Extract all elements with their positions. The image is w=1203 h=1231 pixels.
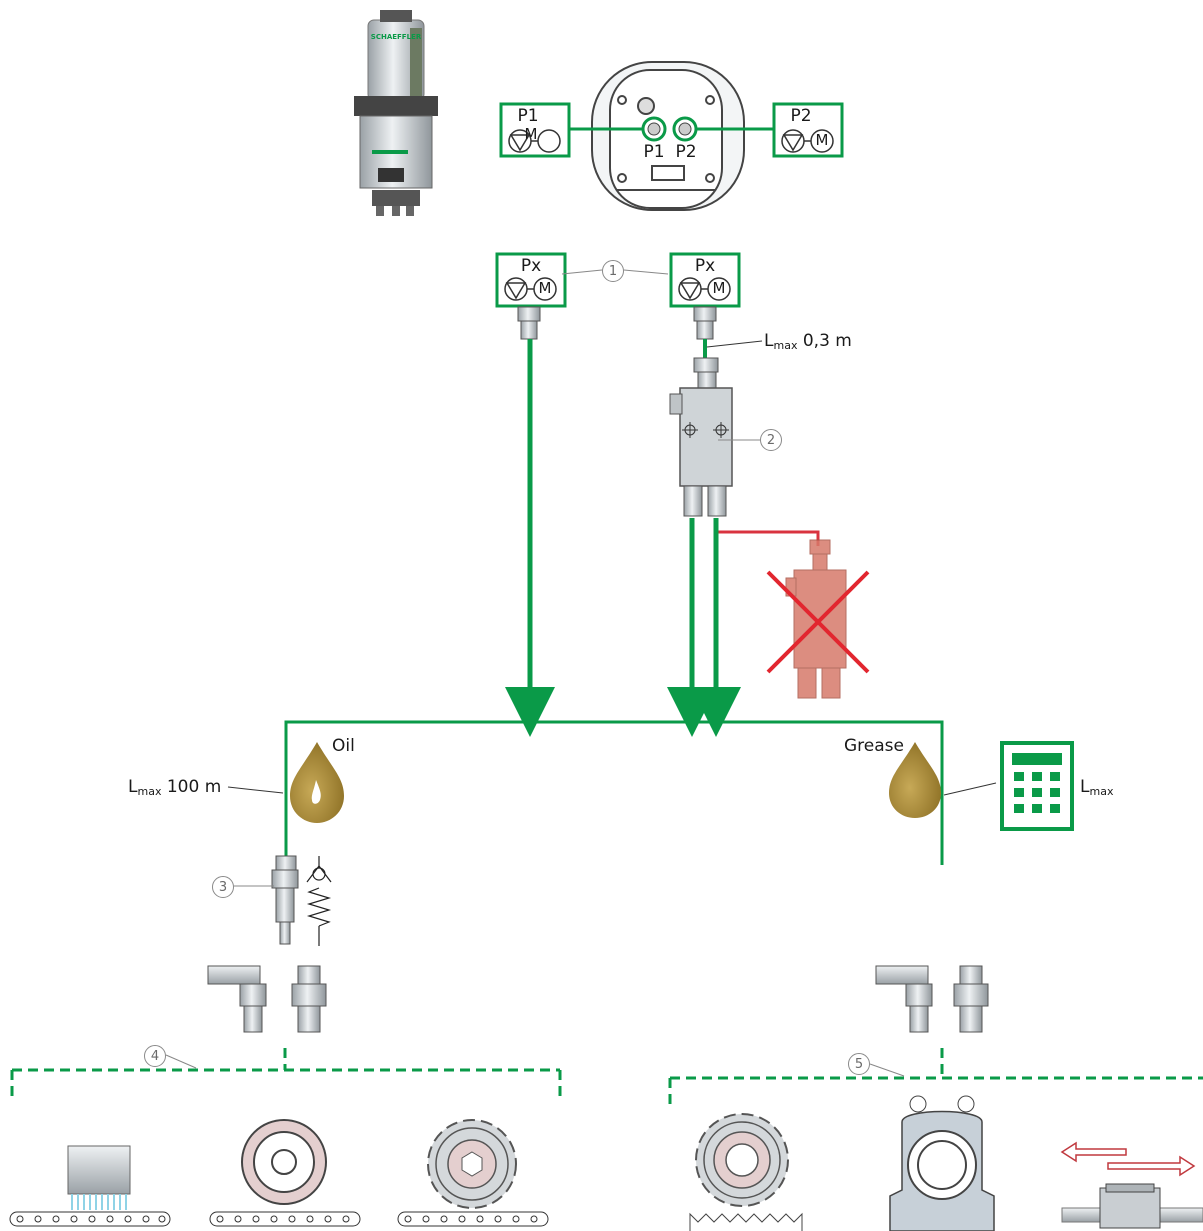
chain-roller-application xyxy=(209,1119,361,1227)
lmax-long-label: Lmax 100 m xyxy=(128,777,222,798)
lubrication-unit-image xyxy=(354,10,438,216)
svg-text:SCHAEFFLER: SCHAEFFLER xyxy=(371,33,422,41)
motor-symbol-p1: M xyxy=(524,125,538,143)
callout-5-leader xyxy=(869,1063,905,1077)
callout-5: 5 xyxy=(848,1053,870,1075)
port-p1-label: P1 xyxy=(643,142,665,162)
distribution-line xyxy=(284,720,944,857)
callout-4: 4 xyxy=(144,1045,166,1067)
outlet-fitting-left xyxy=(517,306,541,340)
callout-1: 1 xyxy=(602,260,624,282)
grease-connector-elbow xyxy=(875,965,933,1033)
check-valve-symbol xyxy=(306,856,332,946)
motor-symbol-p2: M xyxy=(815,131,829,149)
pump-p1-label: P1 xyxy=(517,106,539,126)
lmax-short-leader xyxy=(706,340,763,348)
callout-2: 2 xyxy=(760,429,782,451)
calculator-icon xyxy=(1000,741,1074,831)
grease-dashed-bracket xyxy=(668,1048,1203,1108)
grease-drop-icon xyxy=(889,742,941,818)
callout-1-leader-left xyxy=(561,269,603,275)
pillow-block-bearing xyxy=(889,1095,995,1231)
pump-p2-label: P2 xyxy=(790,106,812,126)
lmax-long-leader xyxy=(227,786,284,794)
lmax-calc-leader xyxy=(943,782,997,796)
lmax-short-label: Lmax 0,3 m xyxy=(764,331,852,352)
pump-housing-image xyxy=(591,61,745,211)
chain-sprocket-application xyxy=(397,1119,549,1227)
callout-4-leader xyxy=(165,1054,197,1069)
port-p2-label: P2 xyxy=(675,142,697,162)
chain-brush-lubricator xyxy=(9,1145,171,1227)
oil-dashed-bracket xyxy=(10,1048,562,1100)
motor-symbol-px-left: M xyxy=(538,279,552,297)
oil-label: Oil xyxy=(332,736,355,756)
callout-3: 3 xyxy=(212,876,234,898)
motor-symbol-px-right: M xyxy=(712,279,726,297)
grease-connector-straight xyxy=(953,965,989,1033)
pump-px-left-box xyxy=(495,252,567,308)
pump-p2-box xyxy=(772,102,844,158)
pump-p1-box xyxy=(499,102,571,158)
oil-connector-elbow xyxy=(207,965,267,1033)
grease-label: Grease xyxy=(844,736,904,756)
oil-connector-straight xyxy=(291,965,327,1033)
callout-1-leader-right xyxy=(623,269,669,275)
distributor-block xyxy=(669,357,733,517)
brand-logo: SCHAEFFLER xyxy=(371,33,422,41)
lmax-calc-label: Lmax xyxy=(1080,777,1114,798)
pump-px-right-box xyxy=(669,252,741,308)
linear-guide-application xyxy=(1060,1141,1203,1229)
check-valve xyxy=(271,855,299,945)
reject-cross-icon xyxy=(766,570,870,674)
gear-rack-application xyxy=(689,1113,803,1231)
pump-px-left-label: Px xyxy=(520,256,542,276)
red-connection-line xyxy=(715,520,820,546)
pump-px-right-label: Px xyxy=(694,256,716,276)
outlet-fitting-right xyxy=(693,306,717,340)
